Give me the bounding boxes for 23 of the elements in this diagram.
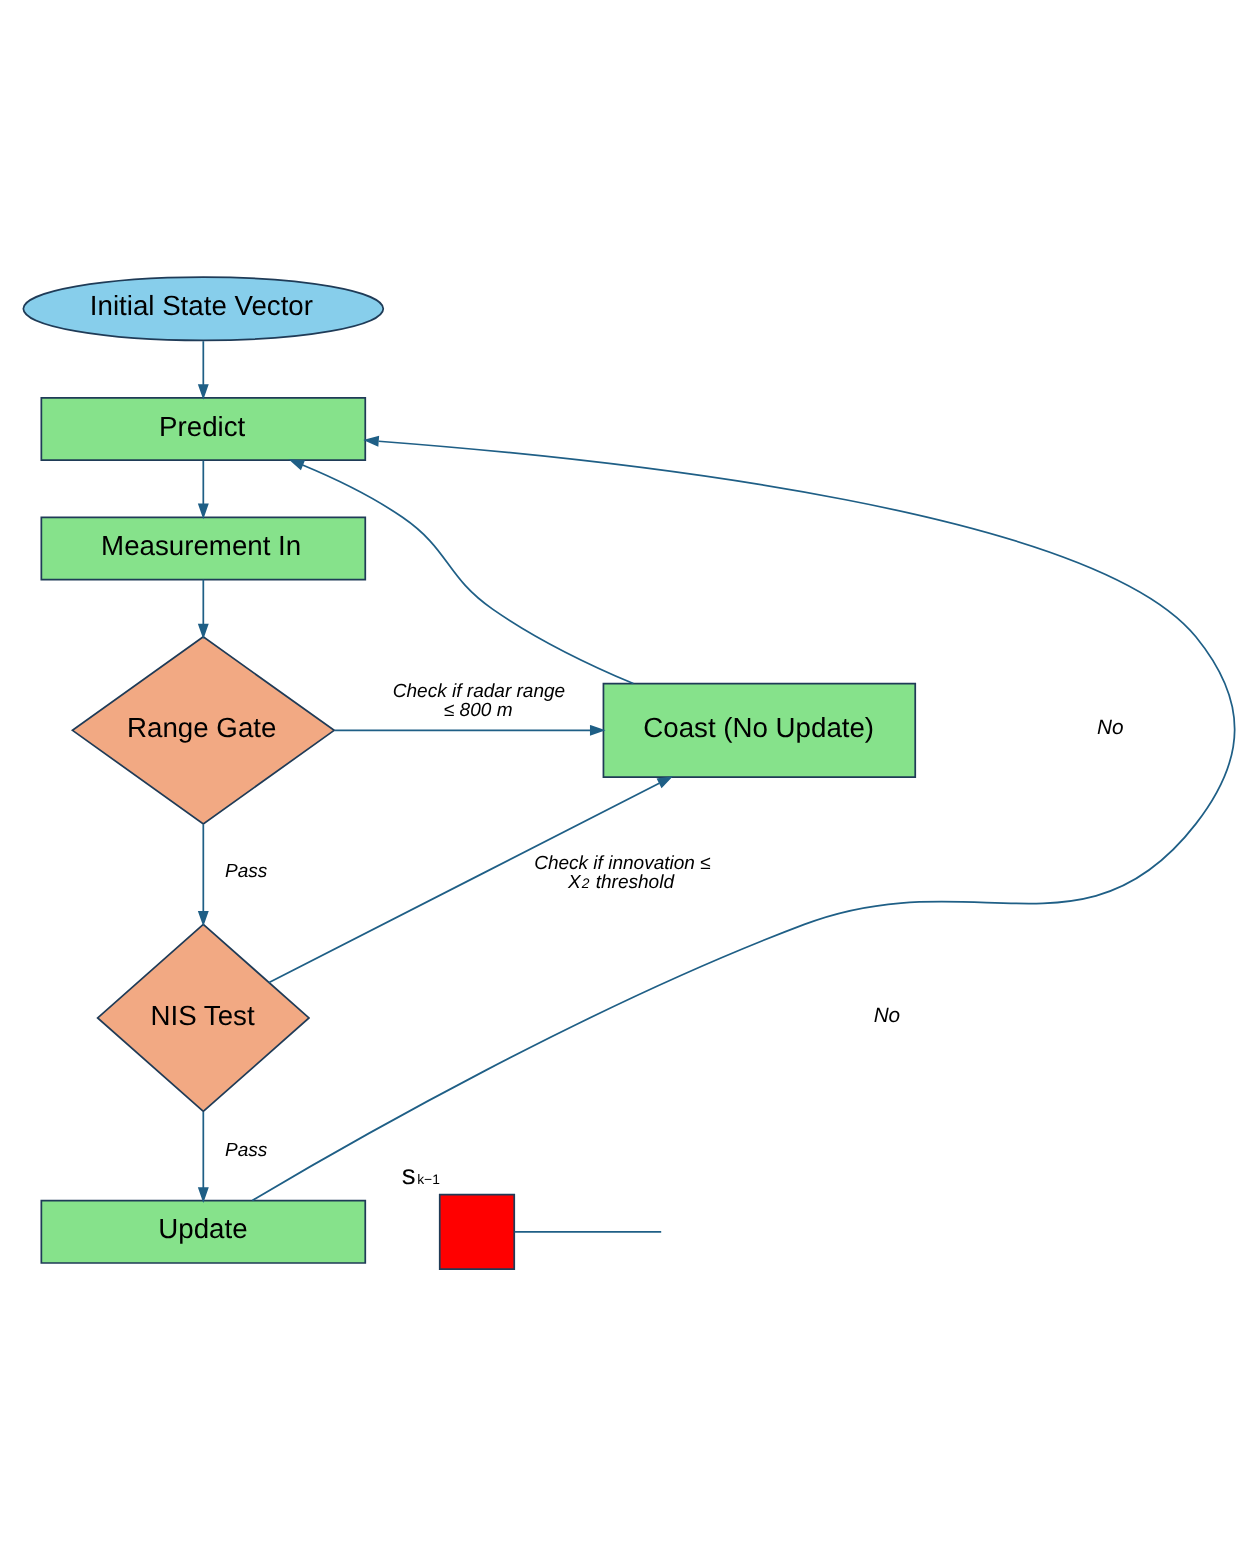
- arrow: [268, 776, 673, 984]
- node-box: Coast (No Update): [602, 682, 917, 778]
- arrow: [333, 724, 606, 736]
- arrow: [251, 435, 1236, 1202]
- arrow: [197, 578, 209, 640]
- arrow: [197, 823, 209, 927]
- node-box: Update: [40, 1199, 367, 1264]
- edge-label: Pass: [224, 1140, 268, 1163]
- node-diamond: NIS Test: [96, 923, 311, 1113]
- connector: [513, 1230, 663, 1233]
- edge-label: Check if radar range ≤ 800 m: [392, 681, 566, 723]
- node-ellipse: Initial State Vector: [22, 276, 385, 342]
- label: No: [873, 1005, 901, 1028]
- arrow: [197, 340, 209, 400]
- arrow: [288, 459, 635, 685]
- node-box: [438, 1193, 516, 1270]
- arrow: [197, 1111, 209, 1203]
- node-box: Predict: [40, 396, 367, 461]
- node-box: Measurement In: [40, 516, 367, 581]
- arrow: [197, 459, 209, 520]
- edge-label: Pass: [224, 861, 268, 884]
- label: No: [1097, 718, 1124, 740]
- node-diamond: Range Gate: [71, 635, 336, 825]
